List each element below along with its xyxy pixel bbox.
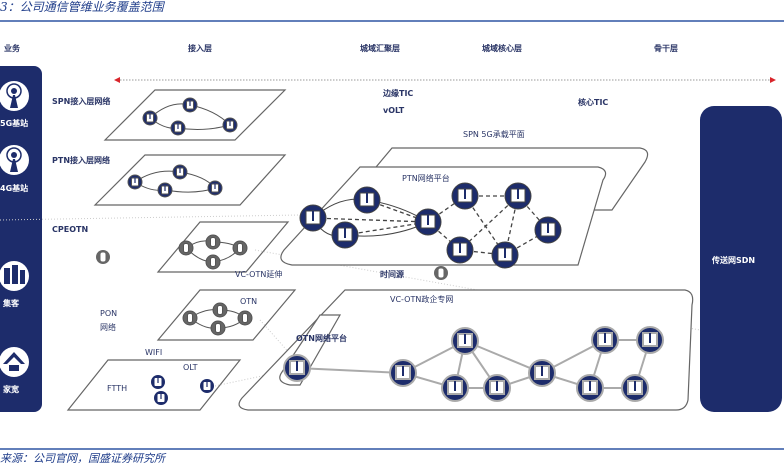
spn-access-label: SPN接入层网络 <box>52 96 110 106</box>
building-icon <box>0 261 29 291</box>
edge-tic-label: 边缘TIC <box>382 88 413 98</box>
router-device-icon <box>153 390 169 406</box>
ptn-access-plane <box>93 154 287 206</box>
sdn-box <box>700 106 782 412</box>
ptn-platform-label: PTN网络平台 <box>402 173 450 183</box>
ptn-access-label: PTN接入层网络 <box>52 155 110 165</box>
otn-platform-label: OTN网络平台 <box>296 333 347 343</box>
olt-label: OLT <box>183 363 198 372</box>
header-metro-core: 城域核心层 <box>482 43 522 53</box>
spn-5g-label: SPN 5G承载平面 <box>463 129 525 139</box>
wifi-label: WIFI <box>145 348 162 357</box>
header-access: 接入层 <box>188 43 212 53</box>
source-note: 来源：公司官网，国盛证券研究所 <box>0 452 165 465</box>
cpeotn-label: CPEOTN <box>52 225 88 234</box>
pon-nodes <box>182 302 253 336</box>
header-metro-aggregation: 城域汇聚层 <box>360 43 400 53</box>
ptn-access-nodes <box>127 164 223 198</box>
figure-title: 3：公司通信管维业务覆盖范围 <box>0 0 164 14</box>
sidebar-label-enterprise: 集客 <box>2 298 20 308</box>
ftth-label: FTTH <box>107 384 127 393</box>
time-source-icon <box>434 266 448 280</box>
spn-access-plane <box>103 89 287 141</box>
tower-icon <box>0 145 29 175</box>
ont-device-icon <box>150 374 166 390</box>
tower-icon <box>0 81 29 111</box>
sidebar-label-home: 家宽 <box>3 384 19 394</box>
pon-label: PON <box>100 309 117 318</box>
cpeotn-nodes <box>178 234 248 270</box>
vcotn-gov-label: VC-OTN政企专网 <box>390 294 453 304</box>
header-backbone: 骨干层 <box>654 43 678 53</box>
cpe-device-icon <box>96 250 110 264</box>
spn-access-nodes <box>142 97 238 136</box>
sidebar-label-5g: 5G基站 <box>0 118 28 128</box>
ptn-platform-nodes <box>299 182 562 269</box>
core-tic-label: 核心TIC <box>578 97 608 107</box>
olt-device-icon <box>199 378 215 394</box>
pon-network-label: 网络 <box>100 322 116 332</box>
cpeotn-plane <box>156 221 290 273</box>
header-business: 业务 <box>4 43 21 53</box>
sdn-label: 传送网SDN <box>711 255 755 265</box>
layer-span-arrow <box>114 77 776 83</box>
otn-platform-nodes <box>283 326 664 402</box>
volt-label: vOLT <box>383 106 405 115</box>
otn-label: OTN <box>240 297 257 306</box>
pon-plane <box>156 289 297 341</box>
sidebar-label-4g: 4G基站 <box>0 183 28 193</box>
time-source-label: 时间源 <box>380 269 404 279</box>
home-icon <box>0 347 29 377</box>
vcotn-extension-label: VC-OTN延伸 <box>235 269 282 279</box>
